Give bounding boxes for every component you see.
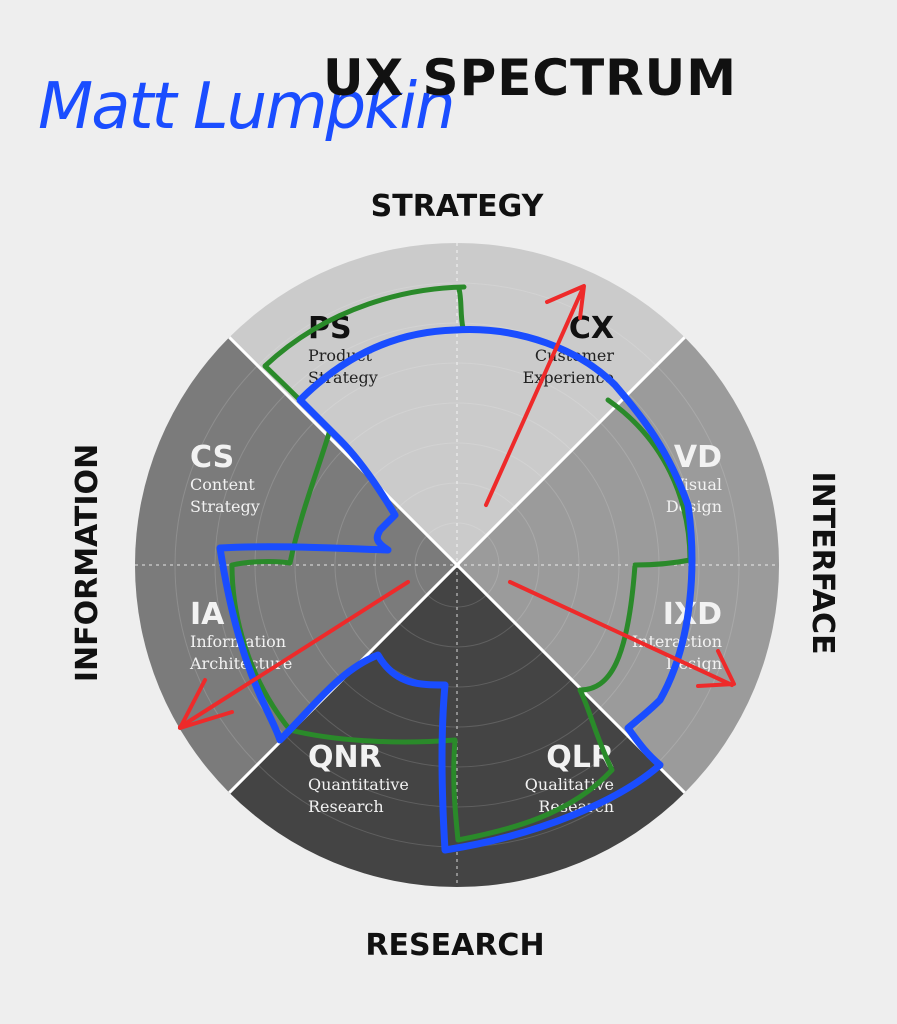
segment-abbr-qnr: QNR [308, 740, 382, 775]
blue-freehand-outline [216, 326, 696, 854]
segment-abbr-ia: IA [190, 597, 225, 632]
diagram-title: UX SPECTRUM [323, 49, 737, 107]
segment-name-vd-2: Design [666, 497, 722, 516]
segment-name-qnr-2: Research [308, 797, 384, 816]
quadrant-information [134, 337, 457, 793]
segment-abbr-vd: VD [674, 440, 722, 475]
signature: Matt Lumpkin [38, 70, 454, 144]
quadrant-strategy [229, 242, 685, 566]
axis-label-information: INFORMATION [70, 444, 105, 682]
arrow-to-ixd [508, 580, 736, 688]
axis-label-research: RESEARCH [365, 928, 544, 963]
segment-name-cs: Content [190, 475, 255, 494]
segment-abbr-cx: CX [569, 311, 614, 346]
segment-name-ixd: Interaction [632, 632, 722, 651]
segment-name-ia-2: Architecture [189, 654, 292, 673]
green-freehand-tick [456, 286, 466, 331]
red-freehand-arrows [178, 284, 736, 730]
segment-abbr-cs: CS [190, 440, 234, 475]
segment-name-qnr: Quantitative [308, 775, 409, 794]
segment-name-ps-2: Strategy [308, 368, 378, 387]
segment-name-cs-2: Strategy [190, 497, 260, 516]
axis-label-strategy: STRATEGY [371, 189, 545, 224]
axis-label-interface: INTERFACE [805, 471, 840, 654]
arrow-to-ia [178, 580, 410, 730]
arrow-to-cx [484, 284, 586, 507]
